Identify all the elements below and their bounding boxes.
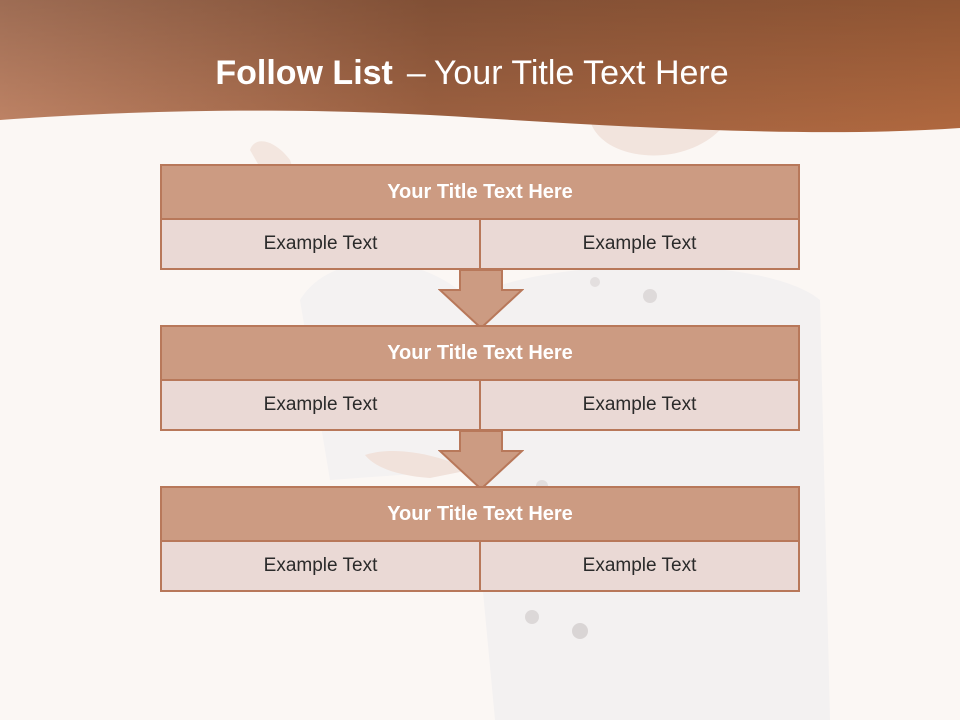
block-title[interactable]: Your Title Text Here: [160, 486, 800, 542]
header-band: [0, 0, 960, 133]
block-cell-left[interactable]: Example Text: [160, 220, 481, 270]
block-title[interactable]: Your Title Text Here: [160, 164, 800, 220]
slide-title: Follow List–Your Title Text Here: [0, 54, 944, 93]
down-arrow-icon: [438, 270, 524, 330]
list-block-3[interactable]: Your Title Text Here Example Text Exampl…: [160, 486, 800, 592]
block-cell-right[interactable]: Example Text: [481, 220, 800, 270]
list-block-1[interactable]: Your Title Text Here Example Text Exampl…: [160, 164, 800, 270]
block-row: Example Text Example Text: [160, 542, 800, 592]
block-cell-left[interactable]: Example Text: [160, 542, 481, 592]
block-title[interactable]: Your Title Text Here: [160, 325, 800, 381]
down-arrow-icon: [438, 431, 524, 491]
block-cell-right[interactable]: Example Text: [481, 542, 800, 592]
title-main-part: Your Title Text Here: [433, 54, 729, 92]
block-cell-left[interactable]: Example Text: [160, 381, 481, 431]
title-separator: –: [406, 54, 426, 92]
block-cell-right[interactable]: Example Text: [481, 381, 800, 431]
block-row: Example Text Example Text: [160, 220, 800, 270]
list-block-2[interactable]: Your Title Text Here Example Text Exampl…: [160, 325, 800, 431]
title-bold-part: Follow List: [215, 54, 393, 92]
block-row: Example Text Example Text: [160, 381, 800, 431]
